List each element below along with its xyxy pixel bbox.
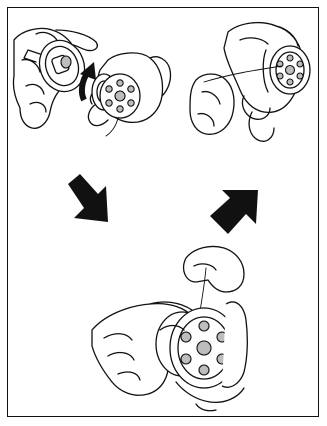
panel-step-1 <box>13 28 170 136</box>
arrow-up-right-icon <box>210 190 258 234</box>
panel-step-3 <box>92 246 247 410</box>
hand-pulling-thread-up <box>184 246 244 292</box>
arrow-down-right-icon <box>68 174 108 222</box>
hand-pulling-thread <box>190 74 234 134</box>
bobbin-icon <box>92 74 140 136</box>
panel-step-2 <box>190 23 310 142</box>
